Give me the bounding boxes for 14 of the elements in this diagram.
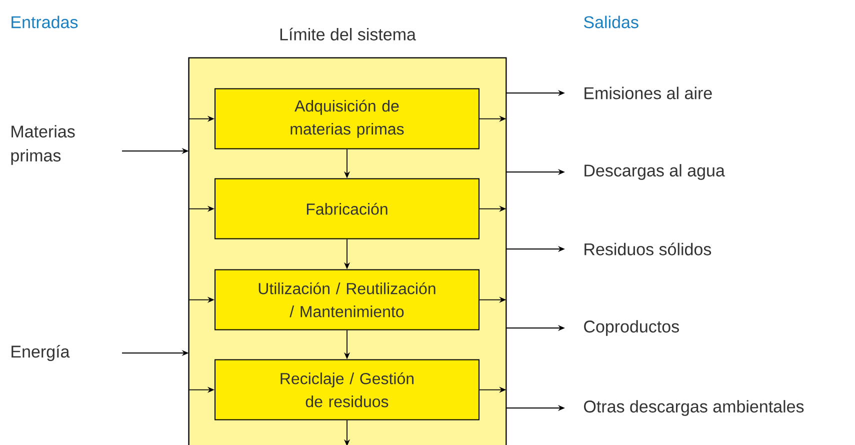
process-box: Utilización / Reutilización / Mantenimiento <box>214 269 480 330</box>
input-label: Materias primas <box>11 125 75 165</box>
column-heading: Entradas <box>12 16 78 28</box>
input-label: Energía <box>12 344 70 362</box>
output-label: Residuos sólidos <box>584 242 712 256</box>
process-box: Reciclaje / Gestión de residuos <box>214 359 480 420</box>
process-box: Adquisición de materias primas <box>214 88 480 150</box>
column-heading: Salidas <box>584 16 638 28</box>
output-label: Coproductos <box>584 320 679 336</box>
output-label: Emisiones al aire <box>584 86 712 100</box>
output-label: Descargas al agua <box>584 164 725 180</box>
output-label: Otras descargas ambientales <box>584 400 804 416</box>
node-label: Límite del sistema <box>280 28 416 40</box>
process-box: Fabricación <box>214 178 480 240</box>
